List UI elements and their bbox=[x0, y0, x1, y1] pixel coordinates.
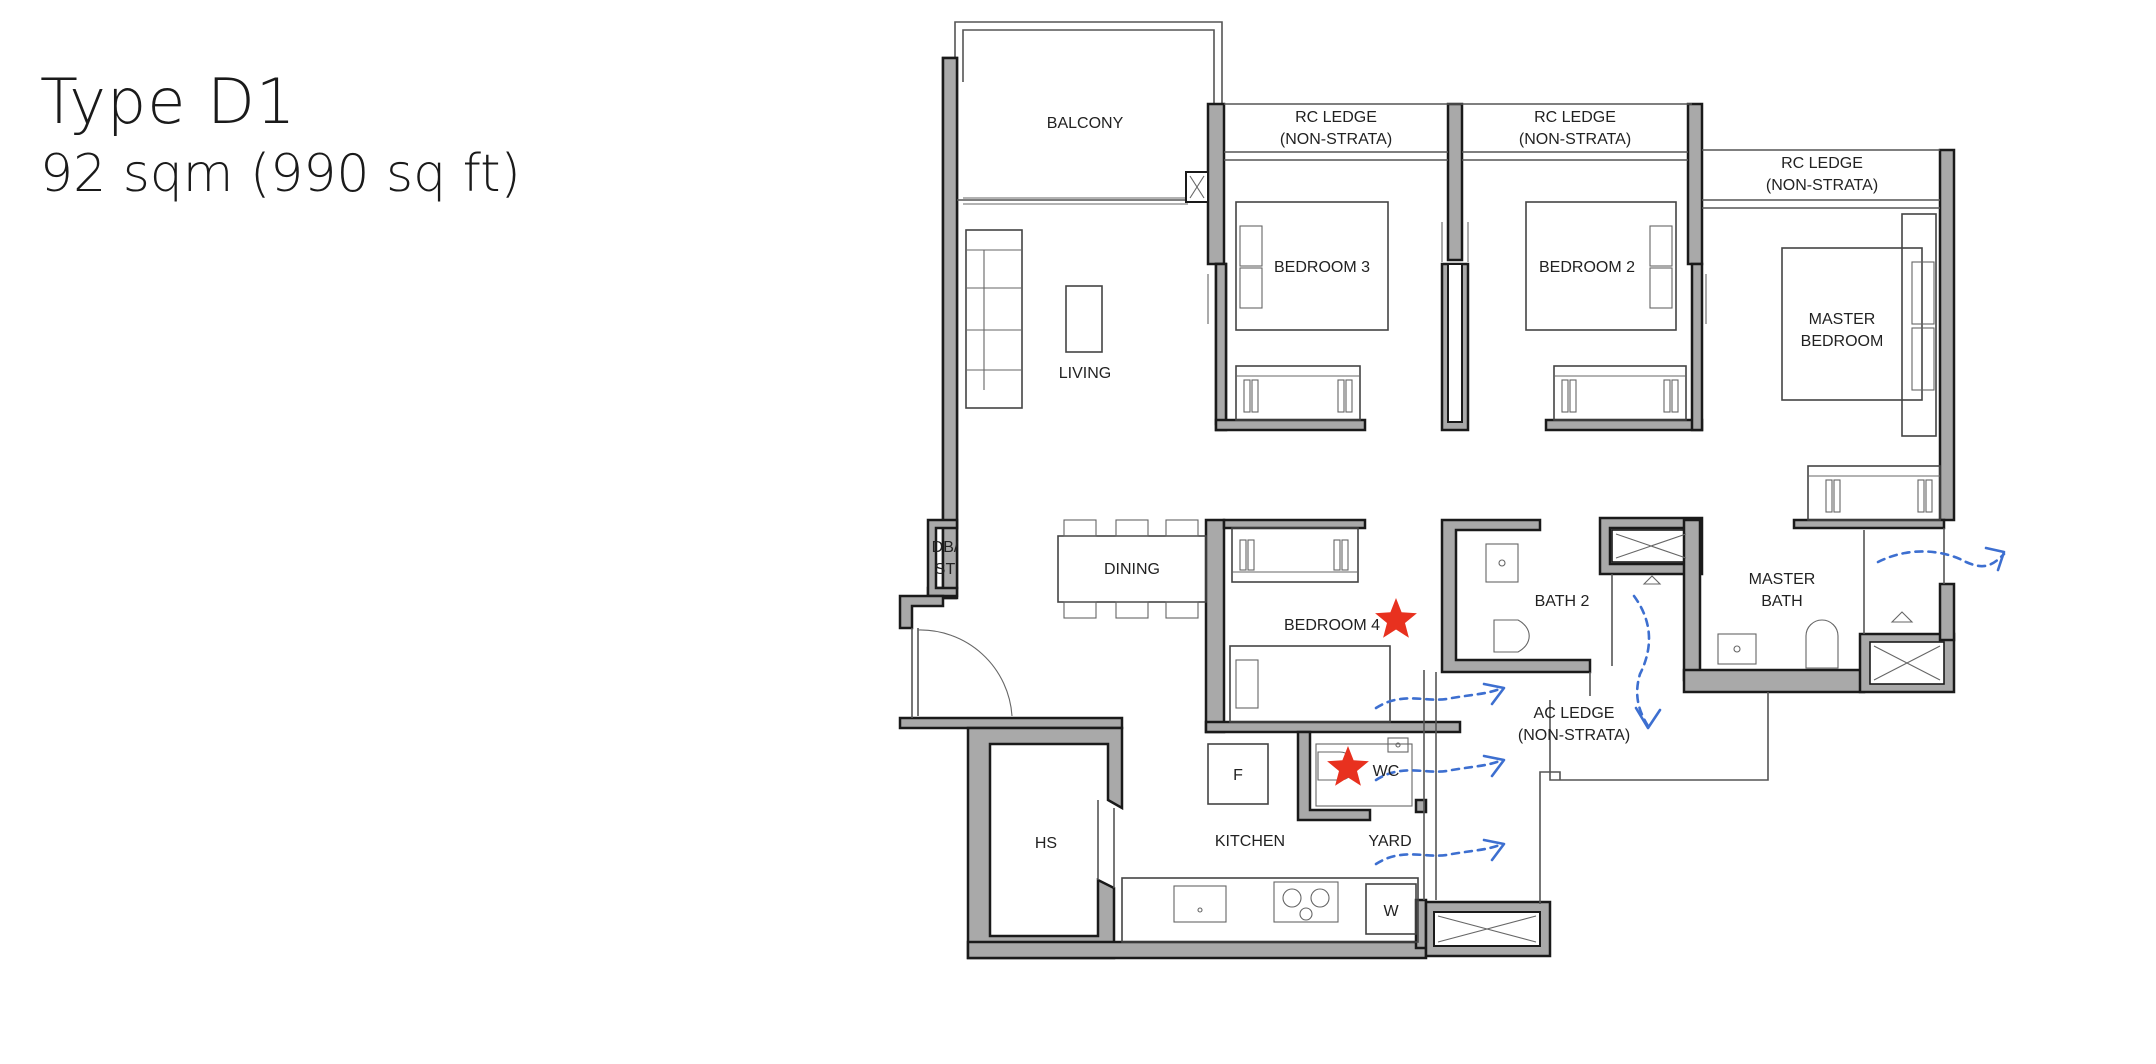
room-labels: BALCONY RC LEDGE (NON-STRATA) RC LEDGE (… bbox=[932, 109, 1884, 920]
label-rc-ledge-2-line2: (NON-STRATA) bbox=[1519, 131, 1631, 148]
airflow-arrow-bath-2 bbox=[1632, 594, 1651, 728]
label-fridge: F bbox=[1233, 767, 1243, 784]
furniture bbox=[965, 201, 1945, 943]
label-rc-ledge-1-line1: RC LEDGE bbox=[1295, 109, 1377, 126]
label-balcony: BALCONY bbox=[1047, 115, 1124, 132]
unit-area-subtitle: 92 sqm (990 sq ft) bbox=[40, 144, 521, 205]
label-ac-ledge-line2: (NON-STRATA) bbox=[1518, 727, 1630, 744]
label-rc-ledge-1-line2: (NON-STRATA) bbox=[1280, 131, 1392, 148]
star-markers bbox=[1327, 598, 1417, 786]
label-rc-ledge-3-line1: RC LEDGE bbox=[1781, 155, 1863, 172]
airflow-arrow-yard bbox=[1374, 842, 1504, 866]
entry-door bbox=[911, 628, 1013, 718]
label-yard: YARD bbox=[1368, 833, 1411, 850]
label-washer: W bbox=[1383, 903, 1399, 920]
label-living: LIVING bbox=[1059, 365, 1111, 382]
airflow-arrow-bedroom-4 bbox=[1374, 686, 1504, 710]
label-bedroom-2: BEDROOM 2 bbox=[1539, 259, 1635, 276]
label-bedroom-4: BEDROOM 4 bbox=[1284, 617, 1380, 634]
unit-type-title: Type D1 bbox=[40, 65, 297, 138]
label-wc: WC bbox=[1373, 763, 1400, 780]
airflow-arrow-wc bbox=[1374, 758, 1504, 782]
ledge-outlines bbox=[957, 103, 1940, 904]
label-bath-2: BATH 2 bbox=[1535, 593, 1590, 610]
airflow-arrows bbox=[1374, 546, 2006, 866]
star-marker-wc bbox=[1327, 746, 1369, 786]
label-ac-ledge-line1: AC LEDGE bbox=[1534, 705, 1615, 722]
label-rc-ledge-3-line2: (NON-STRATA) bbox=[1766, 177, 1878, 194]
label-dining: DINING bbox=[1104, 561, 1160, 578]
label-master-bedroom-line2: BEDROOM bbox=[1801, 333, 1884, 350]
label-kitchen: KITCHEN bbox=[1215, 833, 1285, 850]
balcony-railing bbox=[954, 21, 1223, 205]
star-marker-bedroom-4 bbox=[1375, 598, 1417, 638]
label-master-bath-line2: BATH bbox=[1761, 593, 1802, 610]
unit-header: Type D1 92 sqm (990 sq ft) bbox=[40, 66, 521, 209]
label-rc-ledge-2-line1: RC LEDGE bbox=[1534, 109, 1616, 126]
label-bedroom-3: BEDROOM 3 bbox=[1274, 259, 1370, 276]
label-hs: HS bbox=[1035, 835, 1057, 852]
label-master-bath-line1: MASTER bbox=[1749, 571, 1816, 588]
label-db-st-line2: ST bbox=[935, 561, 956, 578]
label-master-bedroom-line1: MASTER bbox=[1809, 311, 1876, 328]
airflow-arrow-master-bath bbox=[1876, 550, 2006, 568]
label-db-st-line1: DB/ bbox=[932, 539, 959, 556]
